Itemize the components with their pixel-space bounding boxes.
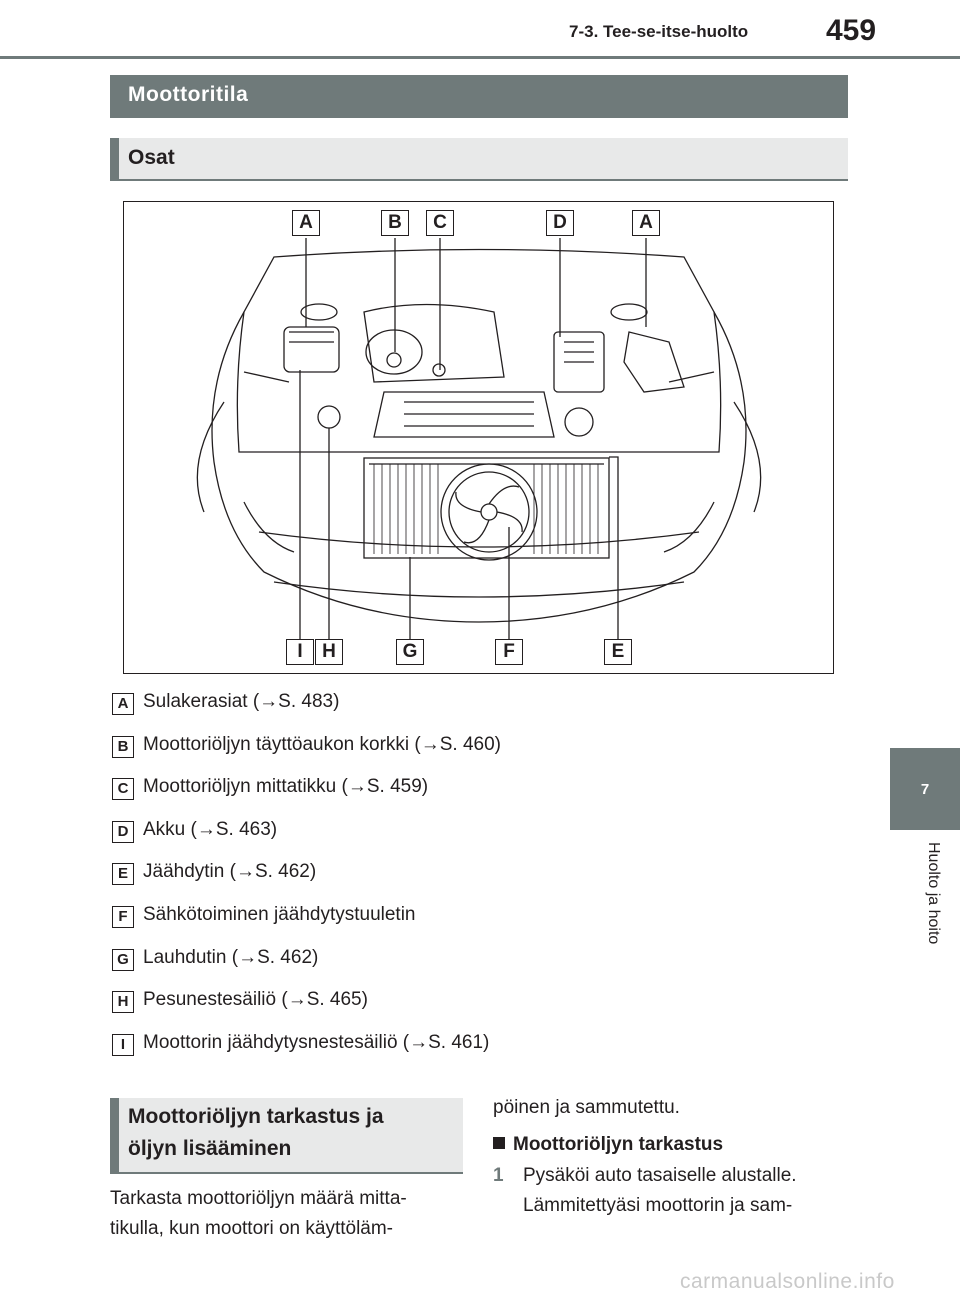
legend-badge: H bbox=[112, 991, 134, 1014]
engine-bay-illustration bbox=[196, 238, 762, 639]
callout-e: E bbox=[604, 639, 632, 665]
sub-heading-text: Osat bbox=[128, 146, 175, 169]
intro-line-1: Tarkasta moottoriöljyn määrä mitta- bbox=[110, 1188, 407, 1209]
chapter-tab[interactable]: 7 bbox=[890, 748, 960, 830]
step-line-2: Lämmitettyäsi moottorin ja sam- bbox=[523, 1195, 793, 1216]
callout-h: H bbox=[315, 639, 343, 665]
section-title: 7-3. Tee-se-itse-huolto bbox=[569, 22, 749, 41]
legend-item: D Akku (→S. 463) bbox=[112, 815, 732, 858]
square-bullet-icon bbox=[493, 1137, 505, 1149]
oil-check-subheading: Moottoriöljyn tarkastus bbox=[493, 1129, 723, 1161]
legend-badge: A bbox=[112, 693, 134, 715]
legend-badge: I bbox=[112, 1033, 134, 1056]
parts-legend: A Sulakerasiat (→S. 483) B Moottoriöljyn… bbox=[112, 687, 732, 1070]
legend-text: Sähkötoiminen jäähdytystuuletin bbox=[143, 903, 416, 925]
legend-text: Lauhdutin (→S. 462) bbox=[143, 946, 319, 968]
legend-badge: B bbox=[112, 735, 134, 758]
chapter-title: Huolto ja hoito bbox=[890, 842, 960, 992]
legend-text: Sulakerasiat (→S. 483) bbox=[143, 691, 340, 712]
step-line-1: Pysäköi auto tasaiselle alustalle. bbox=[523, 1165, 797, 1186]
callout-c: C bbox=[426, 210, 454, 236]
header-rule bbox=[0, 56, 960, 59]
oil-check-subheading-text: Moottoriöljyn tarkastus bbox=[513, 1134, 724, 1155]
oil-section-heading: Moottoriöljyn tarkastus ja öljyn lisäämi… bbox=[110, 1098, 463, 1174]
oil-heading-line1: Moottoriöljyn tarkastus ja bbox=[128, 1105, 384, 1128]
chapter-number: 7 bbox=[920, 780, 930, 798]
legend-text: Moottoriöljyn mittatikku (→S. 459) bbox=[143, 776, 429, 798]
chapter-title-text: Huolto ja hoito bbox=[925, 842, 942, 945]
legend-text: Pesunestesäiliö (→S. 465) bbox=[143, 989, 368, 1011]
legend-item: H Pesunestesäiliö (→S. 465) bbox=[112, 985, 732, 1028]
callout-a-right: A bbox=[632, 210, 660, 236]
legend-badge: E bbox=[112, 863, 134, 886]
page-number: 459 bbox=[826, 14, 877, 47]
legend-text: Jäähdytin (→S. 462) bbox=[143, 861, 317, 883]
callout-i: I bbox=[286, 639, 314, 665]
callout-b: B bbox=[381, 210, 409, 236]
legend-badge: C bbox=[112, 778, 134, 801]
watermark: carmanualsonline.info bbox=[680, 1270, 895, 1293]
callout-f: F bbox=[495, 639, 523, 665]
sub-heading: Osat bbox=[110, 138, 848, 181]
legend-badge: G bbox=[112, 948, 134, 971]
legend-text: Akku (→S. 463) bbox=[143, 818, 278, 840]
legend-item: G Lauhdutin (→S. 462) bbox=[112, 943, 732, 986]
oil-heading-line2: öljyn lisääminen bbox=[128, 1137, 292, 1160]
legend-text: Moottorin jäähdytysnestesäiliö (→S. 461) bbox=[143, 1031, 490, 1053]
legend-item: I Moottorin jäähdytysnestesäiliö (→S. 46… bbox=[112, 1028, 732, 1071]
step-number: 1 bbox=[493, 1165, 504, 1186]
legend-badge: D bbox=[112, 820, 134, 843]
legend-item: B Moottoriöljyn täyttöaukon korkki (→S. … bbox=[112, 730, 732, 773]
main-heading: Moottoritila bbox=[110, 75, 848, 118]
callout-d: D bbox=[546, 210, 574, 236]
main-heading-text: Moottoritila bbox=[128, 83, 249, 106]
engine-bay-diagram: A B C D A I H G F E bbox=[123, 201, 834, 674]
intro-line-3: pöinen ja sammutettu. bbox=[493, 1097, 680, 1118]
callout-g: G bbox=[396, 639, 424, 665]
legend-item: F Sähkötoiminen jäähdytystuuletin bbox=[112, 900, 732, 943]
legend-item: E Jäähdytin (→S. 462) bbox=[112, 857, 732, 900]
legend-item: A Sulakerasiat (→S. 483) bbox=[112, 687, 732, 730]
legend-item: C Moottoriöljyn mittatikku (→S. 459) bbox=[112, 772, 732, 815]
intro-line-2: tikulla, kun moottori on käyttöläm- bbox=[110, 1218, 394, 1239]
callout-a-left: A bbox=[292, 210, 320, 236]
legend-text: Moottoriöljyn täyttöaukon korkki (→S. 46… bbox=[143, 733, 501, 755]
legend-badge: F bbox=[112, 905, 134, 928]
